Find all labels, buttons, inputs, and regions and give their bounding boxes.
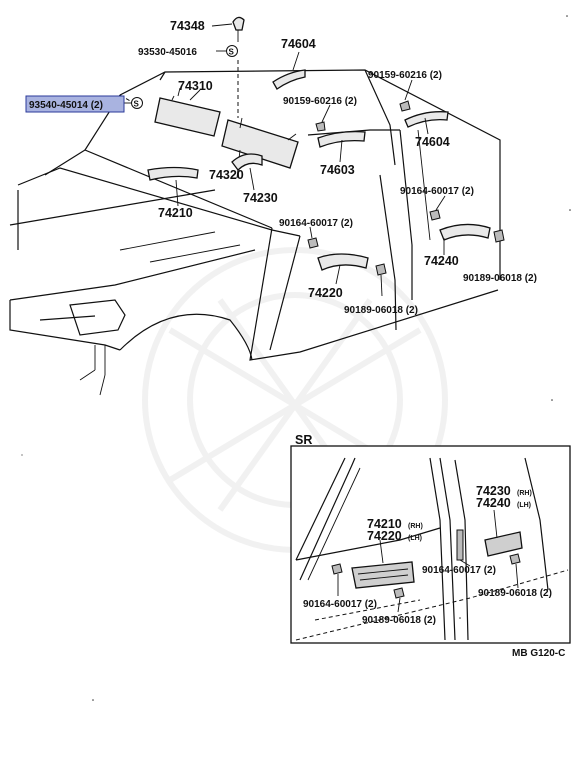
grip-74210-part (147, 166, 199, 207)
screw-93530-part: S (216, 45, 238, 57)
inset-label-90189-left: 90189-06018 (2) (362, 615, 436, 626)
label-74240: 74240 (424, 254, 459, 268)
label-93540: 93540-45014 (2) (29, 100, 103, 111)
figure-code: MB G120-C (512, 648, 565, 659)
inset-label-74220: 74220 (367, 529, 402, 543)
inset-label-lh-1: (LH) (517, 502, 531, 509)
grip-74604-top-part (272, 51, 306, 90)
label-90189-left: 90189-06018 (2) (344, 305, 418, 316)
inset-label-rh-1: (RH) (517, 490, 532, 497)
label-93530: 93530-45016 (138, 47, 197, 58)
inset-label-90189-right: 90189-06018 (2) (478, 588, 552, 599)
sun-visor-74310-part (154, 87, 221, 137)
svg-text:S: S (229, 48, 235, 57)
inset-label-90164-right: 90164-60017 (2) (422, 565, 496, 576)
inset-label-lh-2: (LH) (408, 535, 422, 542)
svg-text:S: S (134, 100, 140, 109)
inset-label-90164-left: 90164-60017 (2) (303, 599, 377, 610)
label-74230: 74230 (243, 191, 278, 205)
label-74604-top: 74604 (281, 37, 316, 51)
label-90159-upper: 90159-60216 (2) (368, 70, 442, 81)
clip-74348-part (211, 16, 245, 42)
grip-74603-part (317, 130, 366, 163)
screw-93540-part: S (124, 97, 143, 109)
label-90159-lower: 90159-60216 (2) (283, 96, 357, 107)
grip-74220-part (307, 226, 387, 297)
label-74348: 74348 (170, 19, 205, 33)
inset-label-74210: 74210 (367, 517, 402, 531)
label-90164-right: 90164-60017 (2) (400, 186, 474, 197)
sr-inset: SR 74230 (RH) 74240 (LH) 74210 (RH) (290, 433, 571, 644)
highlight-box (25, 95, 125, 113)
grip-74240-part (429, 195, 505, 266)
label-74603: 74603 (320, 163, 355, 177)
grip-74604-right-part (404, 111, 449, 135)
inset-label-rh-2: (RH) (408, 523, 423, 530)
label-90164-left: 90164-60017 (2) (279, 218, 353, 229)
label-74604-right: 74604 (415, 135, 450, 149)
label-74310: 74310 (178, 79, 213, 93)
grip-74230-part (231, 153, 263, 191)
inset-title: SR (295, 433, 312, 447)
inset-label-74230: 74230 (476, 484, 511, 498)
vehicle-body (9, 60, 501, 396)
scan-specks (21, 15, 571, 701)
label-74210: 74210 (158, 206, 193, 220)
label-74220: 74220 (308, 286, 343, 300)
label-90189-right: 90189-06018 (2) (463, 273, 537, 284)
inset-label-74240: 74240 (476, 496, 511, 510)
label-74320: 74320 (209, 168, 244, 182)
clips-90159-part (315, 79, 413, 132)
